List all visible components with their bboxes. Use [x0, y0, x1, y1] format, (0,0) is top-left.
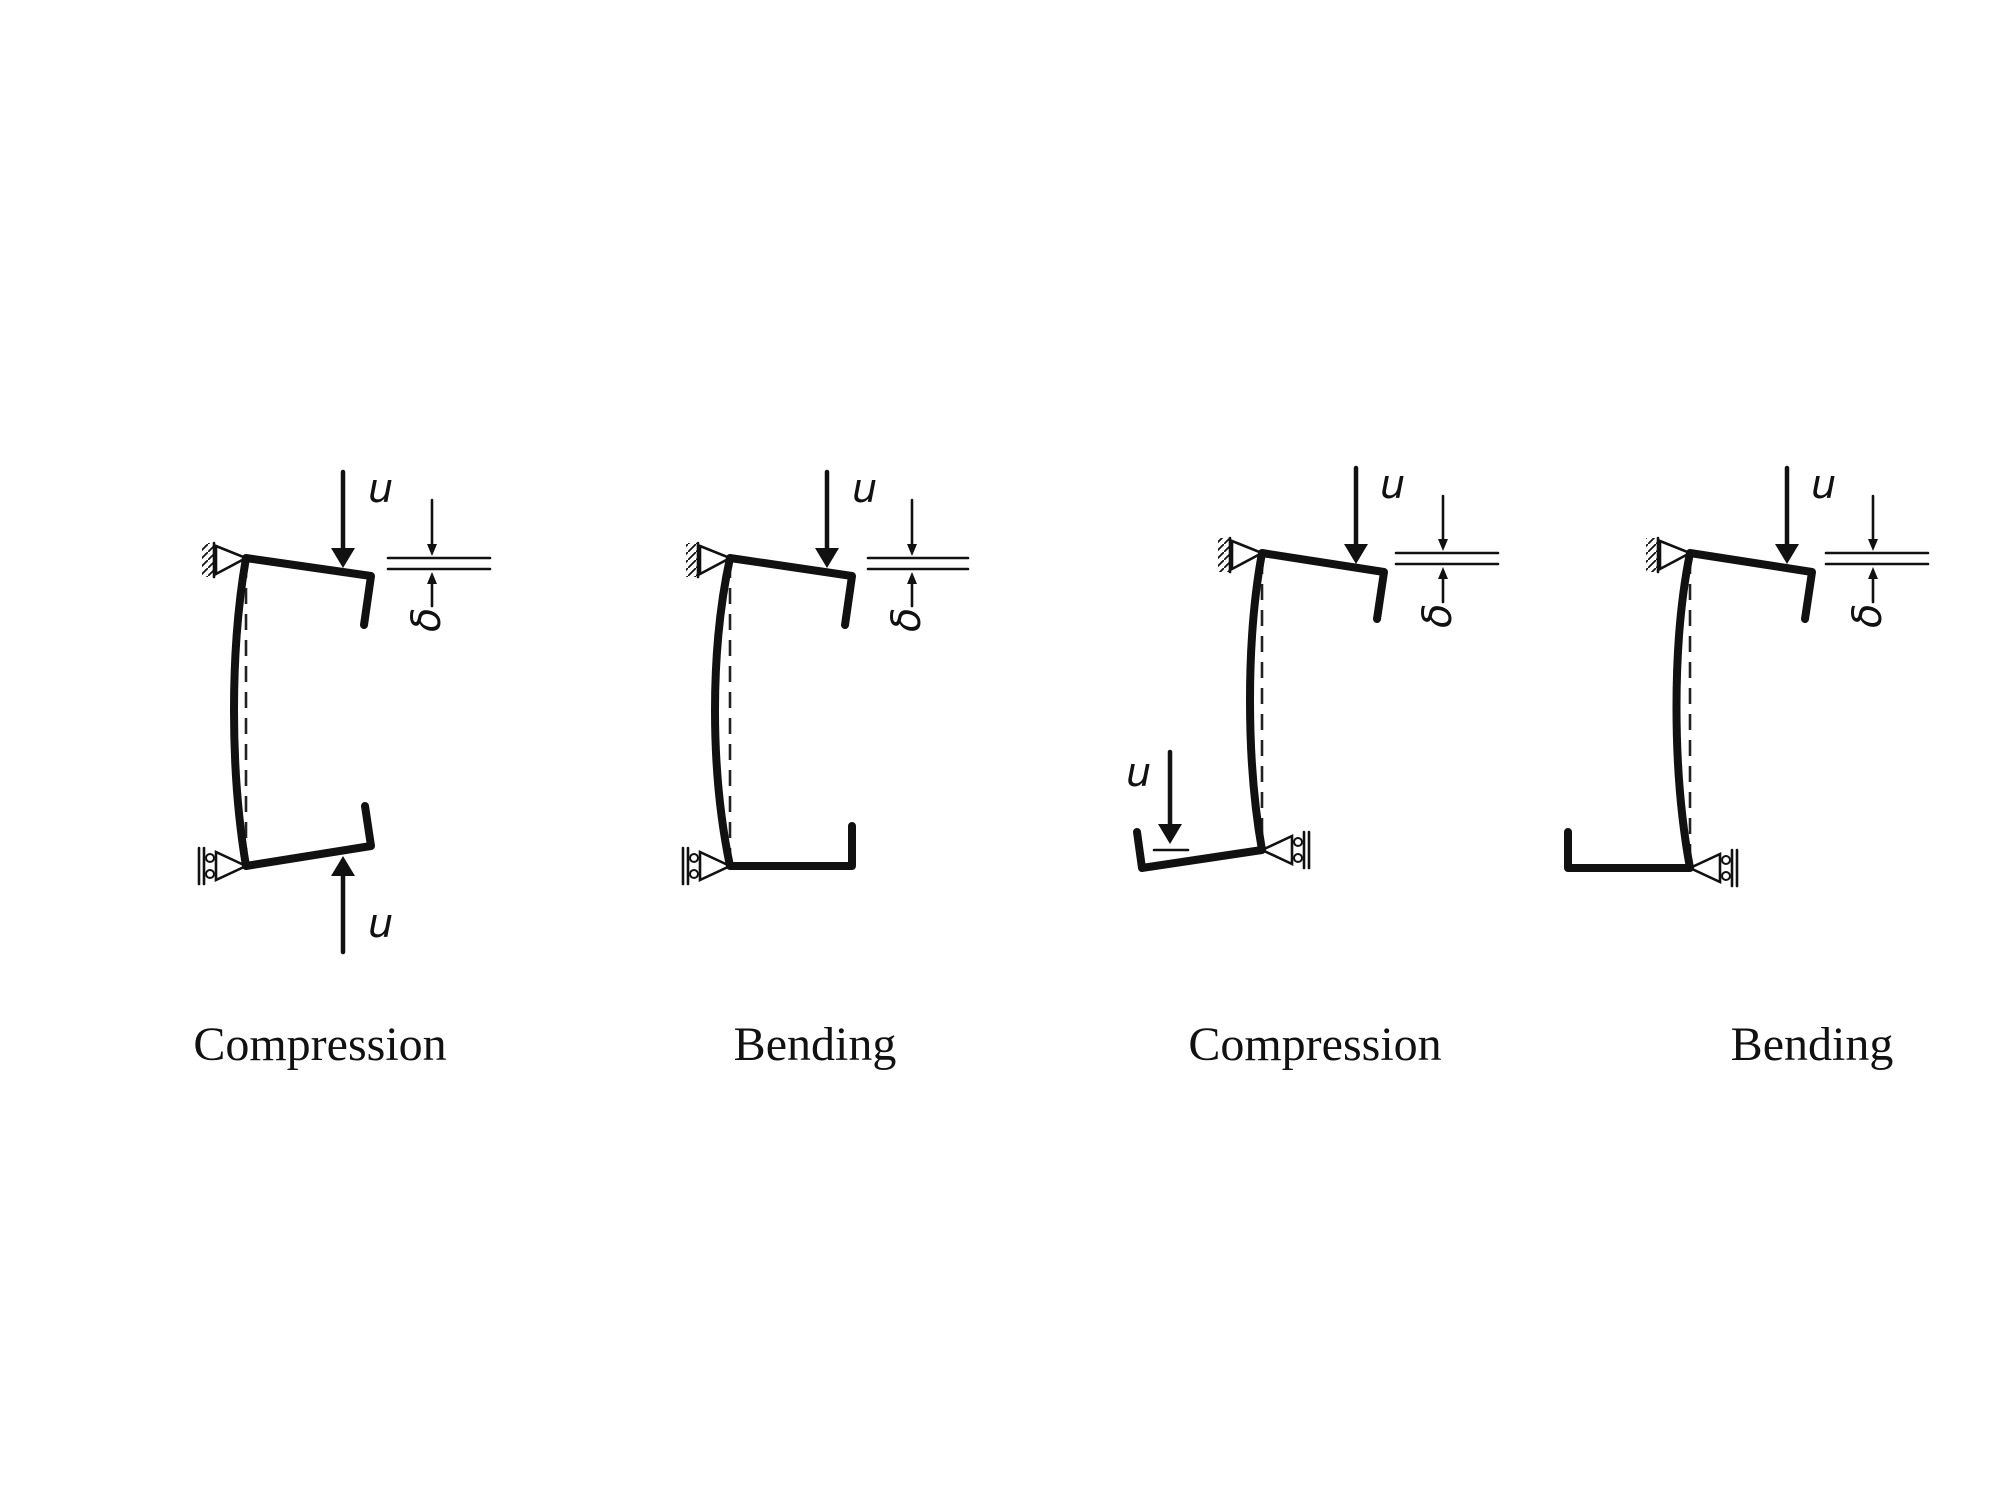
gap-label: δ [1845, 604, 1891, 628]
top-hatch [1646, 538, 1658, 572]
roller-right-1 [1293, 837, 1303, 847]
roller-right-2 [1721, 871, 1731, 881]
panel-caption: Bending [1731, 1018, 1894, 1071]
gap-label: δ [884, 608, 930, 632]
roller-left-2 [689, 869, 699, 879]
bottom-force-label: u [368, 901, 393, 947]
top-force-arrowhead [331, 548, 355, 568]
deformed-c-section [230, 554, 375, 870]
gap-lines [386, 498, 492, 608]
panel-caption: Compression [1188, 1018, 1441, 1071]
top-hatch [202, 543, 214, 577]
bottom-flange-force-arrowhead [1158, 824, 1182, 844]
gap-arrow-down [907, 544, 917, 556]
gap-arrow-down [1868, 539, 1878, 551]
gap-arrow-up [1868, 567, 1878, 579]
gap-arrow-down [1438, 539, 1448, 551]
bottom-force-arrowhead [331, 856, 355, 876]
deformed-z-section [1133, 549, 1388, 872]
panel-z-compression: u u δ Compression [1126, 462, 1500, 1071]
top-force-arrowhead [1775, 544, 1799, 564]
gap-arrow-up [427, 572, 437, 584]
panel-z-bending: u δ Bending [1564, 462, 1930, 1071]
panel-c-bending: u δ Bending [681, 466, 970, 1071]
bottom-roller-support [1686, 848, 1739, 888]
roller-right-1 [1721, 855, 1731, 865]
top-force-label: u [368, 466, 393, 512]
gap-label: δ [1415, 604, 1461, 628]
top-force-arrowhead [815, 548, 839, 568]
deformed-c-section [711, 554, 856, 870]
roller-left-2 [205, 869, 215, 879]
gap-arrow-up [907, 572, 917, 584]
roller-right-2 [1293, 853, 1303, 863]
panel-caption: Compression [193, 1018, 446, 1071]
bottom-roller-support [681, 846, 734, 886]
gap-lines [1824, 494, 1930, 604]
gap-label: δ [404, 608, 450, 632]
top-force-arrowhead [1344, 544, 1368, 564]
top-force-label: u [1811, 462, 1836, 508]
bottom-roller-support [1258, 830, 1311, 870]
roller-left-1 [205, 853, 215, 863]
bottom-flange-force-label: u [1126, 750, 1151, 796]
panel-caption: Bending [734, 1018, 897, 1071]
deformed-z-section [1564, 549, 1816, 872]
gap-lines [1394, 494, 1500, 604]
gap-lines [866, 498, 970, 608]
top-hatch [686, 543, 698, 577]
top-force-label: u [1380, 462, 1405, 508]
gap-arrow-down [427, 544, 437, 556]
top-hatch [1218, 538, 1230, 572]
panel-c-compression: u u δ Compression [193, 466, 492, 1071]
gap-arrow-up [1438, 567, 1448, 579]
roller-left-1 [689, 853, 699, 863]
top-force-label: u [852, 466, 877, 512]
bottom-roller-support [197, 846, 250, 886]
